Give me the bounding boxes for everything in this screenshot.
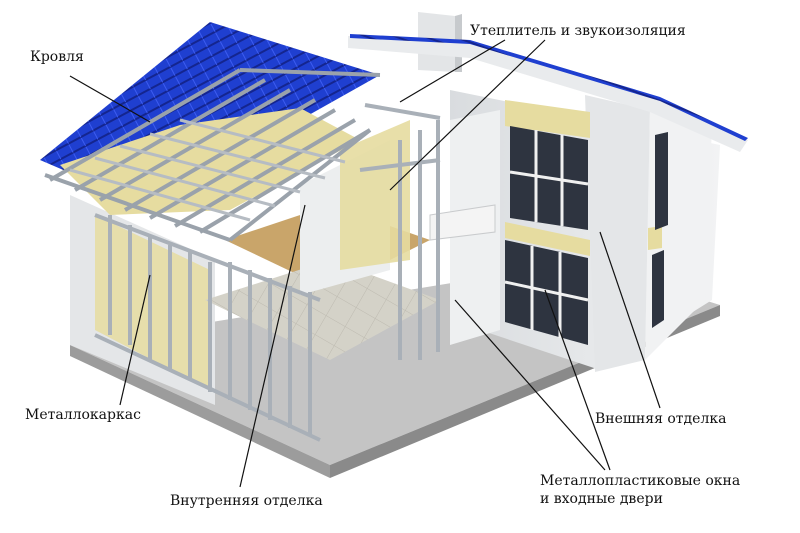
left-wall-insulation xyxy=(95,215,210,390)
label-windows-line2: и входные двери xyxy=(540,491,663,507)
insulation-band-right xyxy=(648,226,662,250)
window-side xyxy=(652,132,668,328)
leader-lines xyxy=(69,39,661,488)
foundation-slab-edge xyxy=(70,345,330,478)
interior-wall-insulation xyxy=(340,120,410,270)
balcony xyxy=(429,204,496,241)
window-upper xyxy=(509,126,589,230)
label-roof: Кровля xyxy=(30,49,84,65)
ground-floor xyxy=(205,260,440,360)
steel-frame xyxy=(94,103,441,442)
insulation-band-mid xyxy=(505,222,590,256)
label-windows-line1: Металлопластиковые окна xyxy=(540,473,741,489)
label-frame: Металлокаркас xyxy=(25,407,141,423)
exterior-column xyxy=(585,95,650,372)
label-exterior-finish: Внешняя отделка xyxy=(595,411,727,427)
insulation-band-upper xyxy=(505,100,590,138)
label-interior-finish: Внутренняя отделка xyxy=(170,493,323,509)
label-insulation: Утеплитель и звукоизоляция xyxy=(470,23,686,39)
right-roof xyxy=(348,36,748,152)
roof-purlins xyxy=(69,118,346,222)
